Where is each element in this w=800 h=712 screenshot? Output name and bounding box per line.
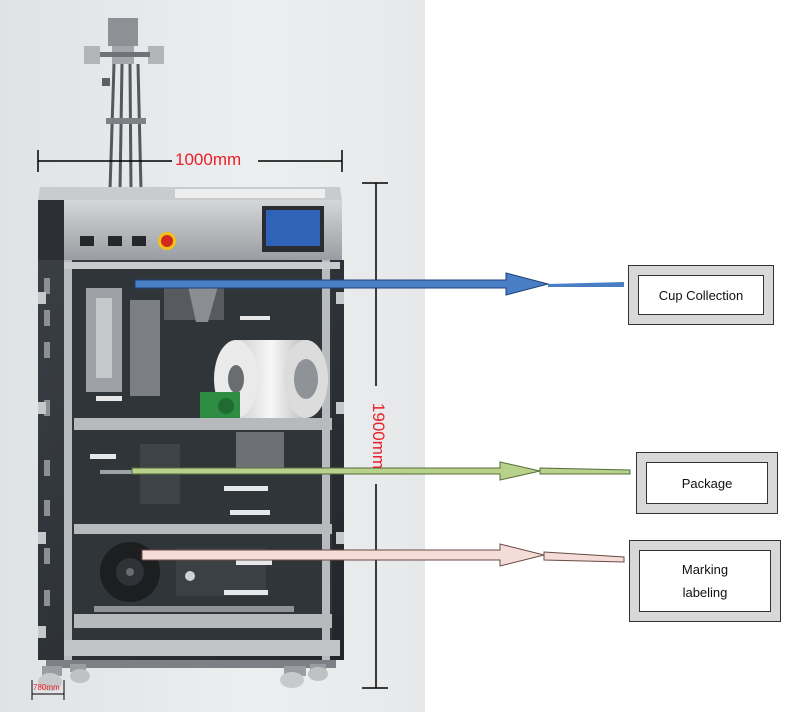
shelf-lower [74, 614, 332, 628]
shelf-middle [74, 524, 332, 534]
width-label: 1000mm [175, 150, 242, 169]
callout-label: Package [646, 462, 768, 504]
width-dimension [37, 150, 343, 172]
shelf-upper [74, 418, 332, 430]
caster-icon [280, 666, 306, 688]
callout-marking-labeling: Marking labeling [629, 540, 781, 622]
cup-tower [84, 18, 164, 191]
caster-icon [38, 666, 62, 691]
depth-dimension [31, 680, 65, 700]
callout-package: Package [636, 452, 778, 514]
callout-cup-collection: Cup Collection [628, 265, 774, 325]
caster-icon [70, 664, 90, 683]
callout-label: Marking labeling [639, 550, 771, 612]
callout-label: Cup Collection [638, 275, 764, 315]
arrow-cup-collection [134, 272, 624, 296]
cabinet [38, 260, 344, 660]
height-label: 1900mm [369, 402, 388, 470]
base [38, 660, 336, 691]
depth-label: 780mm [33, 683, 60, 692]
caster-icon [308, 664, 328, 681]
arrow-marking-labeling [141, 543, 625, 567]
top-housing [38, 187, 342, 260]
arrow-package [131, 461, 631, 481]
tower-cap [108, 18, 138, 46]
film-roll [214, 340, 328, 418]
